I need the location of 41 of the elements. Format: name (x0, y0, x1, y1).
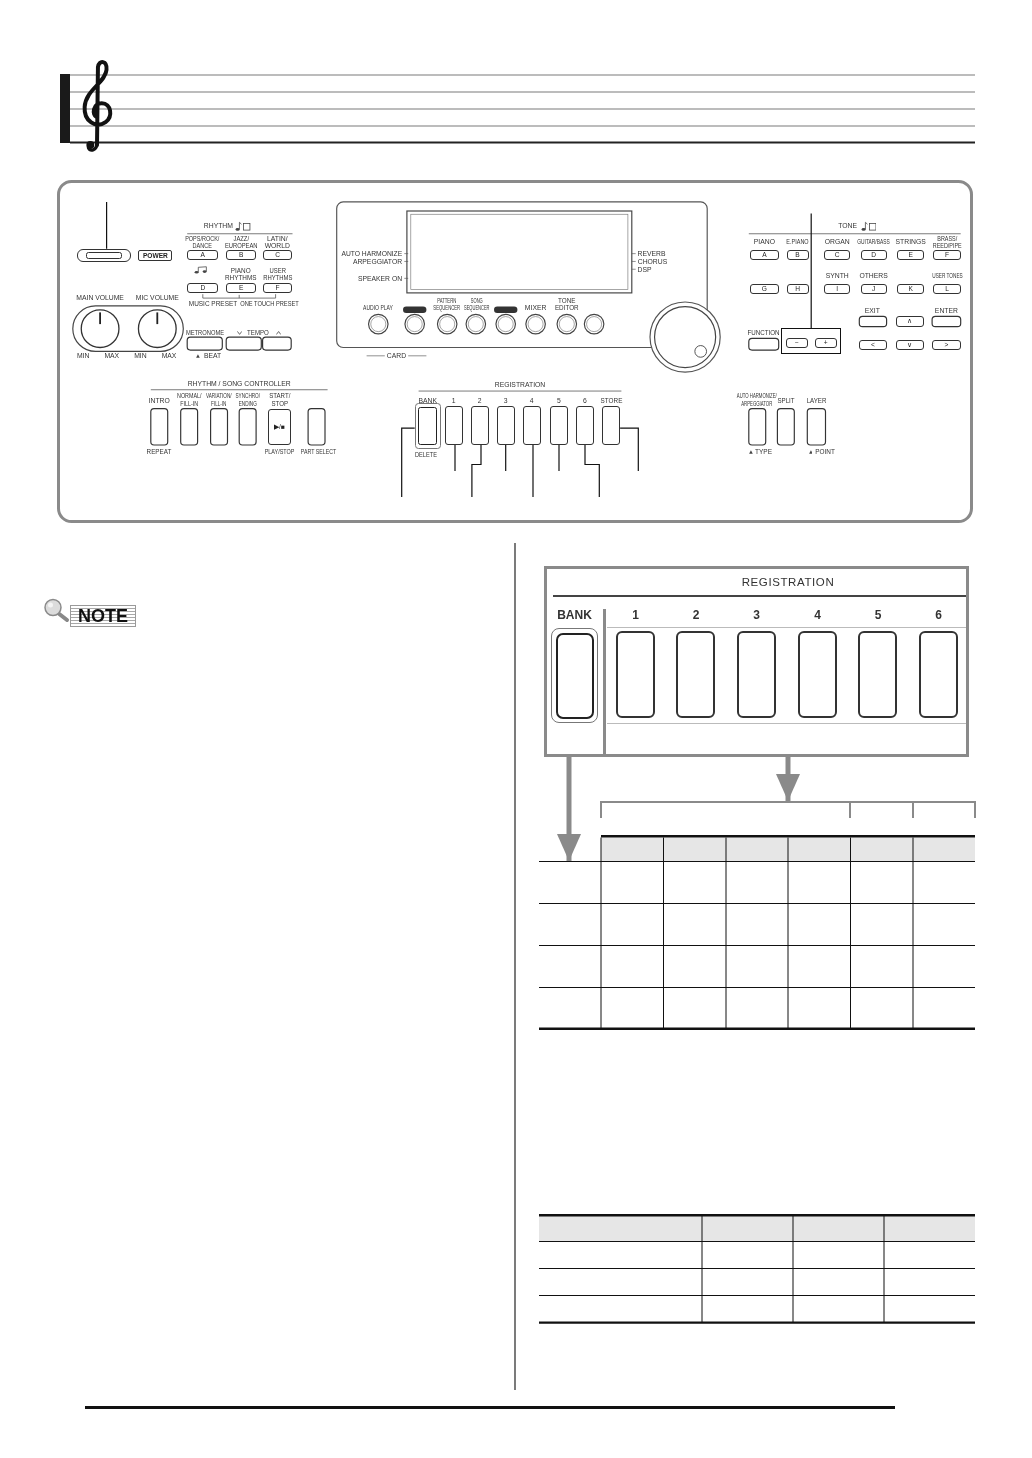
panel-key (444, 406, 463, 445)
button-label: 3 (752, 608, 761, 623)
panel-key (676, 631, 715, 718)
note-heading: NOTE (70, 605, 136, 627)
button-label: 1 (631, 608, 640, 623)
leader-line (584, 444, 600, 498)
leader-line (619, 427, 639, 472)
bracket (600, 801, 976, 819)
leader-line (532, 444, 534, 498)
panel-key (737, 631, 776, 718)
button-label: 6 (934, 608, 943, 623)
leader-line (471, 444, 482, 498)
panel-key (470, 406, 489, 445)
power-button (76, 248, 132, 262)
table-grid (539, 835, 975, 1030)
leader-line (106, 201, 108, 250)
registration-inset (544, 566, 969, 757)
highlight-frame (781, 328, 842, 354)
panel-key (616, 631, 655, 718)
button-label: 2 (692, 608, 700, 623)
arrow (776, 757, 800, 801)
panel-key (575, 406, 595, 445)
panel-key (414, 403, 441, 449)
panel-key (798, 631, 837, 718)
inset-heading: REGISTRATION (741, 576, 835, 590)
arrow (557, 757, 581, 861)
leader-line (810, 213, 812, 329)
panel-key (601, 406, 621, 445)
button-label: BANK (556, 608, 593, 623)
panel-key (549, 406, 569, 445)
leader-line (558, 444, 560, 472)
button-label: 4 (813, 608, 822, 623)
panel-key (919, 631, 958, 718)
panel-key (522, 406, 541, 445)
leader-line (454, 444, 456, 472)
panel-key (858, 631, 897, 718)
button-label: 5 (874, 608, 882, 623)
leader-line (505, 444, 507, 472)
panel-key (551, 628, 598, 723)
leader-line (401, 427, 416, 498)
panel-key (496, 406, 515, 445)
